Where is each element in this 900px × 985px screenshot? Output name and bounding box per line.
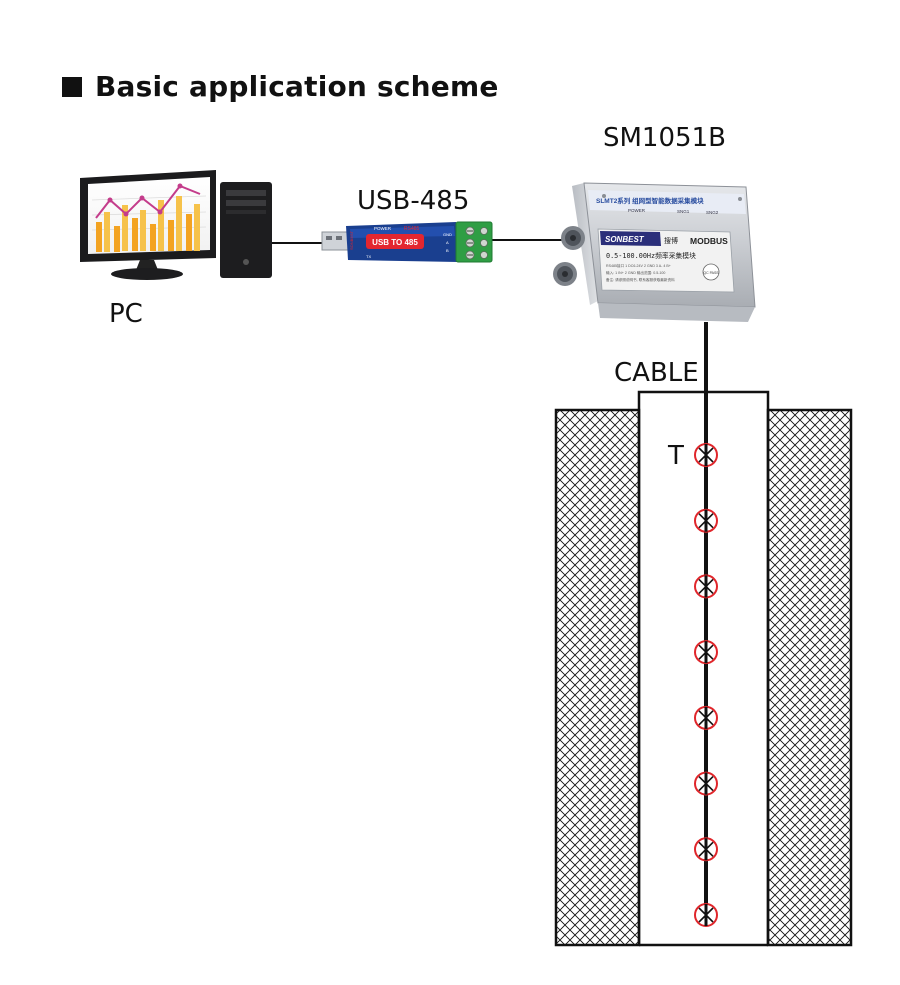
svg-text:QC PASS: QC PASS <box>703 271 719 275</box>
svg-text:备注: 请参照说明书, 联系客服获取最新资料: 备注: 请参照说明书, 联系客服获取最新资料 <box>606 277 675 282</box>
screen-chart-icon <box>95 183 201 252</box>
converter-label: USB-485 <box>357 186 470 216</box>
borehole-section <box>554 322 853 947</box>
svg-text:SNG2: SNG2 <box>706 210 719 215</box>
svg-text:SONBEST: SONBEST <box>349 230 354 250</box>
module-series-title: SLMT2系列 组网型智能数据采集模块 <box>596 196 704 205</box>
svg-text:TX: TX <box>366 254 371 259</box>
temperature-sensor-icon <box>694 640 718 665</box>
temperature-sensor-icon <box>694 443 718 467</box>
temperature-sensor-icon <box>694 705 718 730</box>
temperature-sensor-icon <box>694 903 718 927</box>
svg-text:SONBEST: SONBEST <box>605 235 645 244</box>
heading-square-icon <box>62 76 82 97</box>
temperature-sensor-icon <box>694 508 718 533</box>
borehole-casing <box>637 390 770 945</box>
pc-icon <box>80 170 272 280</box>
svg-text:SNG1: SNG1 <box>677 209 690 214</box>
sensor-string <box>694 443 718 927</box>
svg-text:MODBUS: MODBUS <box>690 236 728 246</box>
svg-text:B: B <box>446 248 449 253</box>
converter-badge-text: USB TO 485 <box>372 238 418 247</box>
svg-text:0.5-100.00Hz频率采集模块: 0.5-100.00Hz频率采集模块 <box>606 251 696 260</box>
sensor-label: T <box>668 441 684 471</box>
usb-485-converter-icon: USB TO 485 POWER RS485 GND A B TX SONBES… <box>321 221 493 263</box>
temperature-sensor-icon <box>694 837 718 862</box>
module-connector-icon <box>553 226 585 286</box>
soil-left-hatch <box>554 408 641 947</box>
svg-text:POWER: POWER <box>628 208 646 213</box>
sm1051b-module-icon: SLMT2系列 组网型智能数据采集模块 POWER SNG1 SNG2 SONB… <box>553 182 756 322</box>
svg-text:RS485: RS485 <box>404 226 420 232</box>
svg-text:POWER: POWER <box>374 226 392 231</box>
svg-text:A: A <box>446 240 449 245</box>
cable-label: CABLE <box>614 358 699 388</box>
section-heading: Basic application scheme <box>62 70 499 103</box>
pc-label: PC <box>109 299 143 329</box>
svg-text:GND: GND <box>443 232 452 237</box>
svg-text:RS485接口 1 DC6-24V 2 GND 3 A: RS485接口 1 DC6-24V 2 GND 3 A- 4 B+ <box>606 263 671 268</box>
soil-right-hatch <box>766 408 853 947</box>
temperature-sensor-icon <box>694 771 718 796</box>
svg-text:搜博: 搜博 <box>664 236 678 245</box>
svg-text:输入: 1 IN+ 2 GND 输出范围: 0.5-10: 输入: 1 IN+ 2 GND 输出范围: 0.5-100 <box>606 270 665 275</box>
heading-title: Basic application scheme <box>95 70 499 103</box>
module-label: SM1051B <box>603 123 726 153</box>
temperature-sensor-icon <box>694 574 718 599</box>
